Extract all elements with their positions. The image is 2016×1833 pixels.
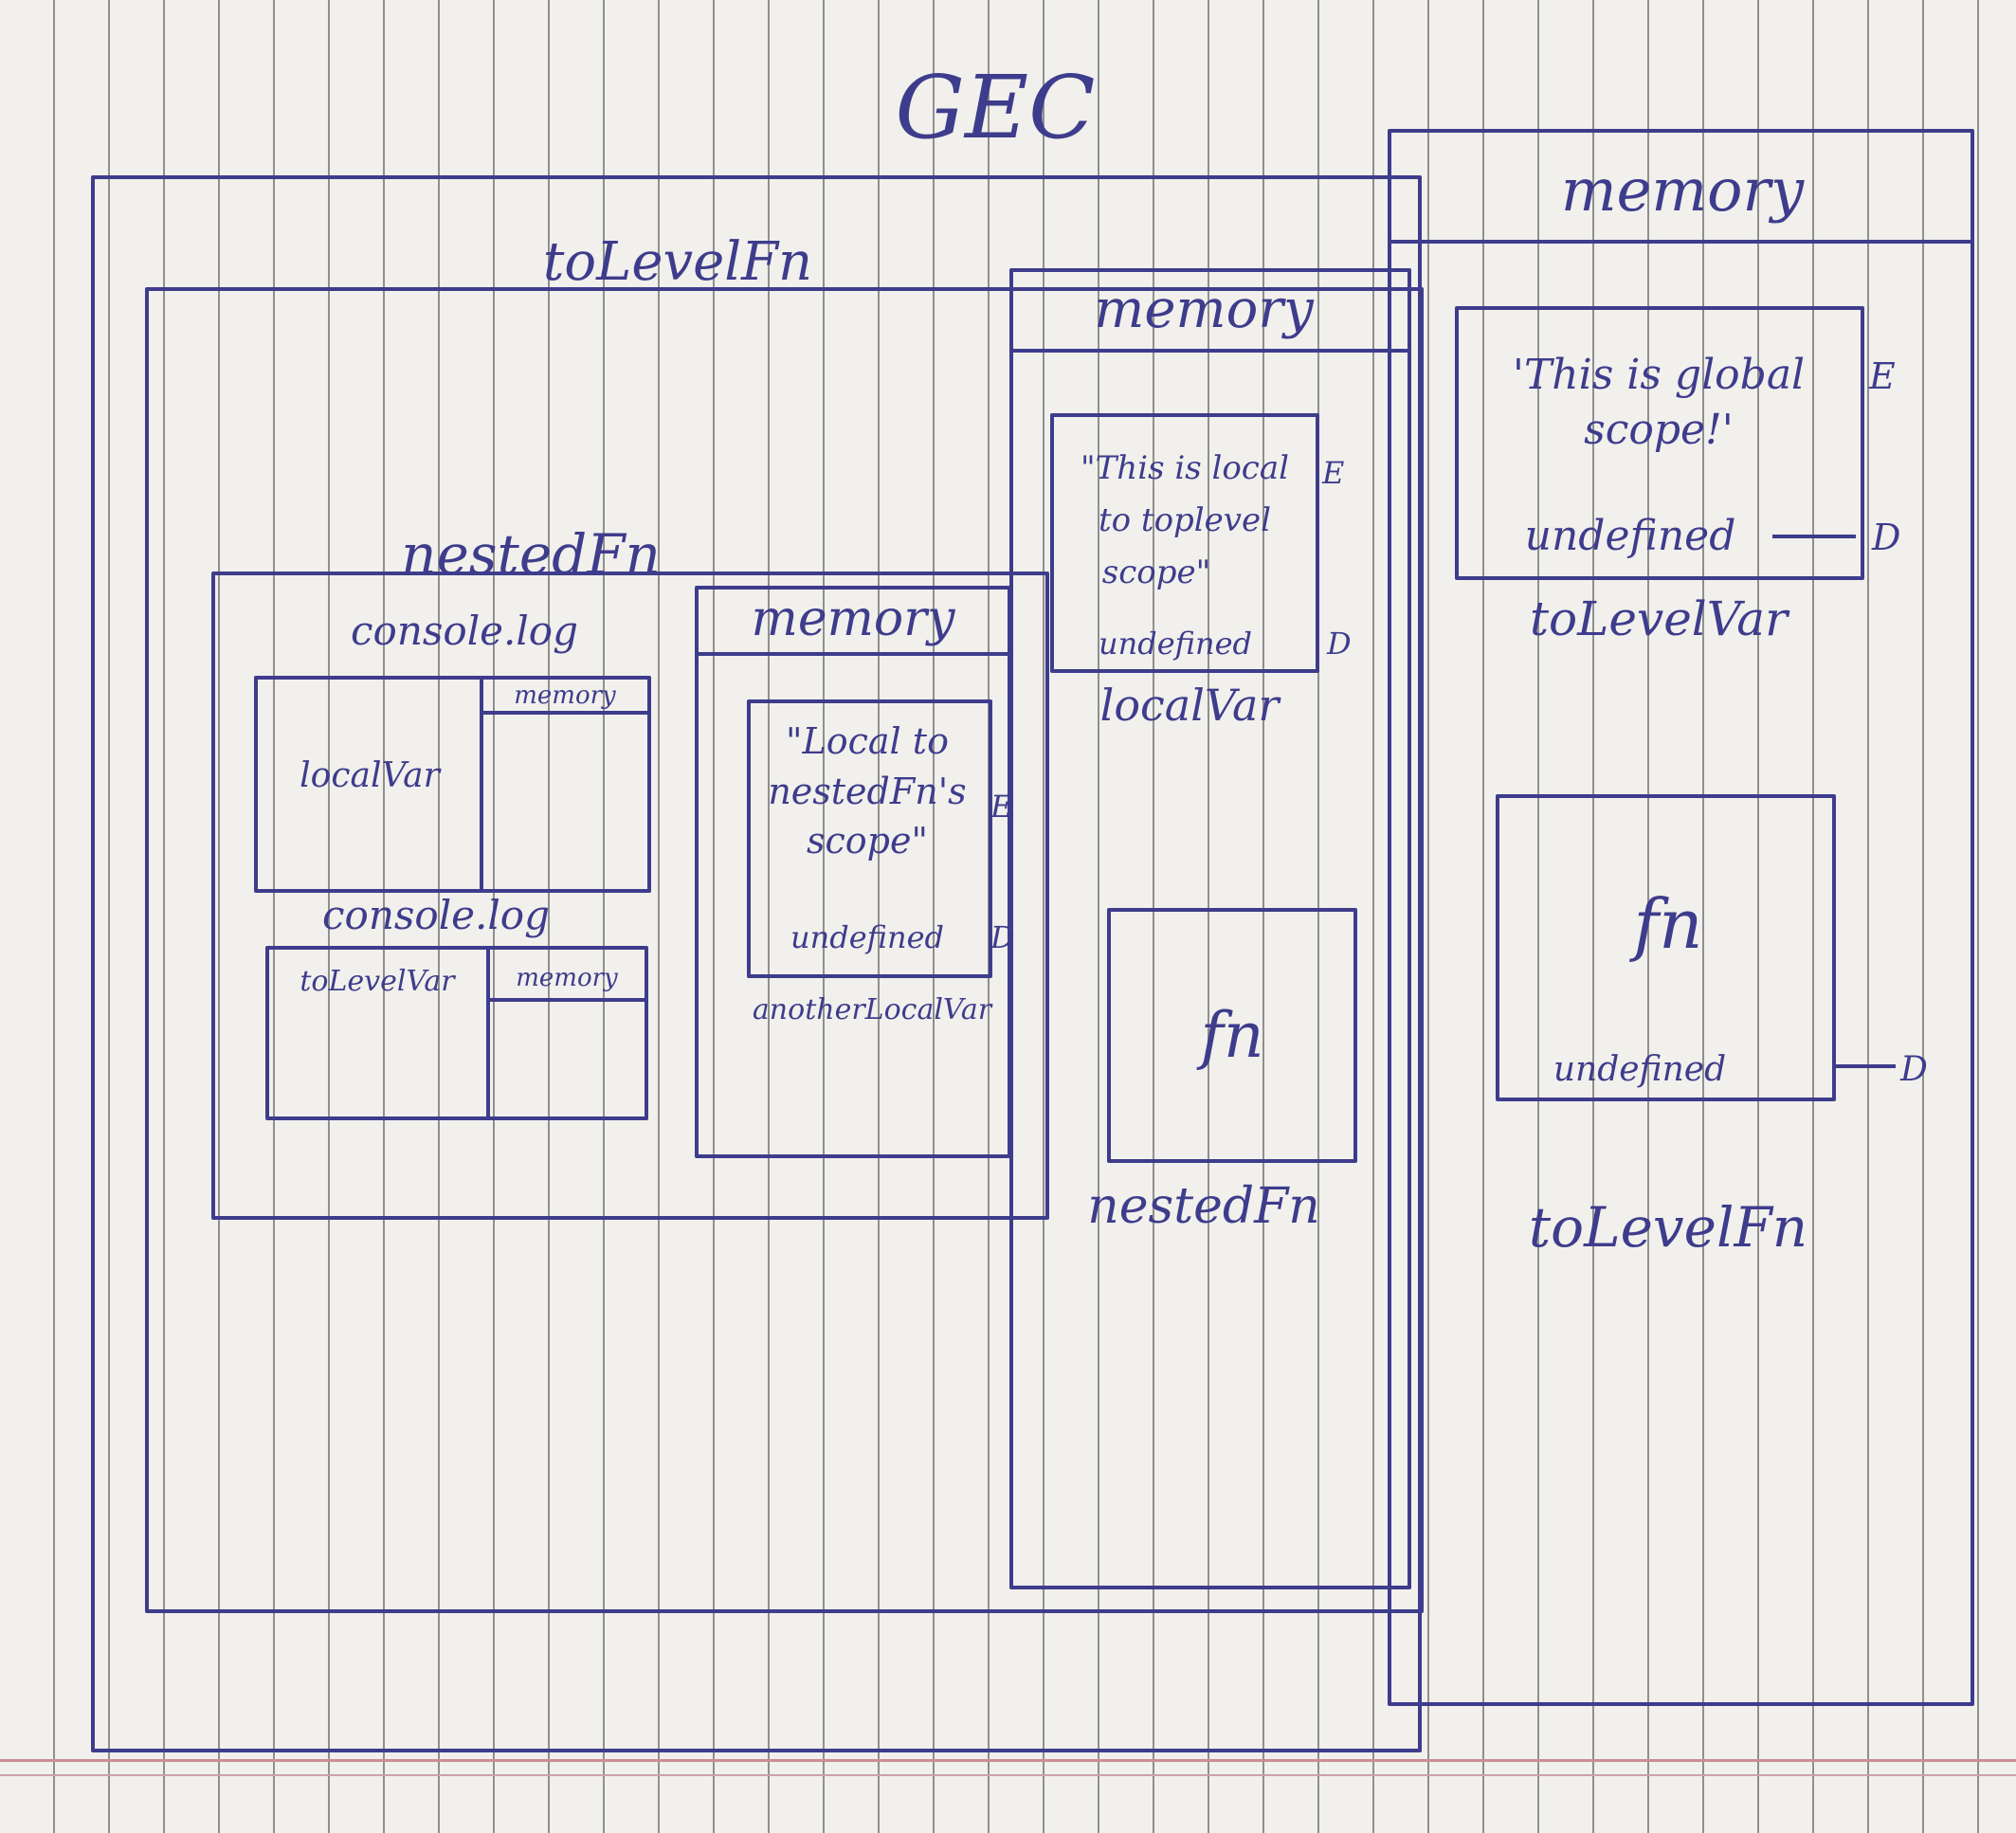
global-fn-undefined: undefined <box>1553 1050 1726 1089</box>
toplevel-fn-box <box>145 287 1424 1613</box>
global-string-line-1: 'This is global <box>1513 351 1805 399</box>
global-memory-box <box>1388 129 1974 1706</box>
log1-box <box>254 676 651 893</box>
toplevel-undefined-value: undefined <box>1099 626 1252 662</box>
global-var-name: toLevelVar <box>1530 591 1790 646</box>
diagram-title: GEC <box>895 57 1095 158</box>
toplevel-var-name: localVar <box>1100 680 1282 731</box>
toplevel-memory-header: memory <box>1094 279 1315 340</box>
nested-string-line-2: nestedFn's <box>768 771 966 812</box>
nested-string-line-3: scope" <box>807 820 928 862</box>
toplevel-string-line-2: to toplevel <box>1099 501 1271 539</box>
nested-fn-label: nestedFn <box>401 522 661 587</box>
nested-fn-box <box>211 572 1049 1220</box>
log2-label: console.log <box>322 892 550 938</box>
global-fn-value-box <box>1496 794 1836 1101</box>
nested-memory-box <box>695 586 1011 1158</box>
toplevel-fn-value: fn <box>1196 999 1264 1072</box>
global-string-line-2: scope!' <box>1584 406 1734 454</box>
global-fn-name: toLevelFn <box>1529 1195 1807 1260</box>
global-string-tag: E <box>1868 355 1896 397</box>
global-undefined-value: undefined <box>1525 512 1736 560</box>
toplevel-string-value-box <box>1050 413 1319 673</box>
toplevel-string-line-1: "This is local <box>1081 449 1289 487</box>
toplevel-fn-name: nestedFn <box>1087 1178 1319 1235</box>
log1-var-name: localVar <box>300 756 441 795</box>
toplevel-fn-value-box <box>1107 908 1357 1163</box>
global-fn-value: fn <box>1628 884 1702 964</box>
toplevel-fn-label: toLevelFn <box>543 231 812 293</box>
log2-memory: memory <box>516 964 618 992</box>
log1-memory: memory <box>514 681 616 710</box>
global-string-value-box <box>1455 306 1864 580</box>
log2-box <box>265 946 648 1120</box>
global-fn-tag: D <box>1899 1050 1928 1089</box>
nested-string-line-1: "Local to <box>786 720 949 762</box>
nested-undefined-value: undefined <box>790 919 944 955</box>
global-memory-header: memory <box>1561 155 1805 225</box>
toplevel-undefined-tag: D <box>1326 626 1352 662</box>
nested-var-name: anotherLocalVar <box>753 993 993 1026</box>
nested-string-value-box <box>747 699 992 978</box>
nested-string-tag: E <box>990 789 1012 825</box>
nested-undefined-tag: D <box>990 919 1015 955</box>
log2-var-name: toLevelVar <box>300 965 456 998</box>
log1-label: console.log <box>351 608 578 654</box>
toplevel-string-line-3: scope" <box>1102 554 1210 591</box>
nested-memory-header: memory <box>752 590 956 647</box>
toplevel-string-tag: E <box>1321 455 1344 491</box>
global-undefined-tag: D <box>1871 517 1900 558</box>
